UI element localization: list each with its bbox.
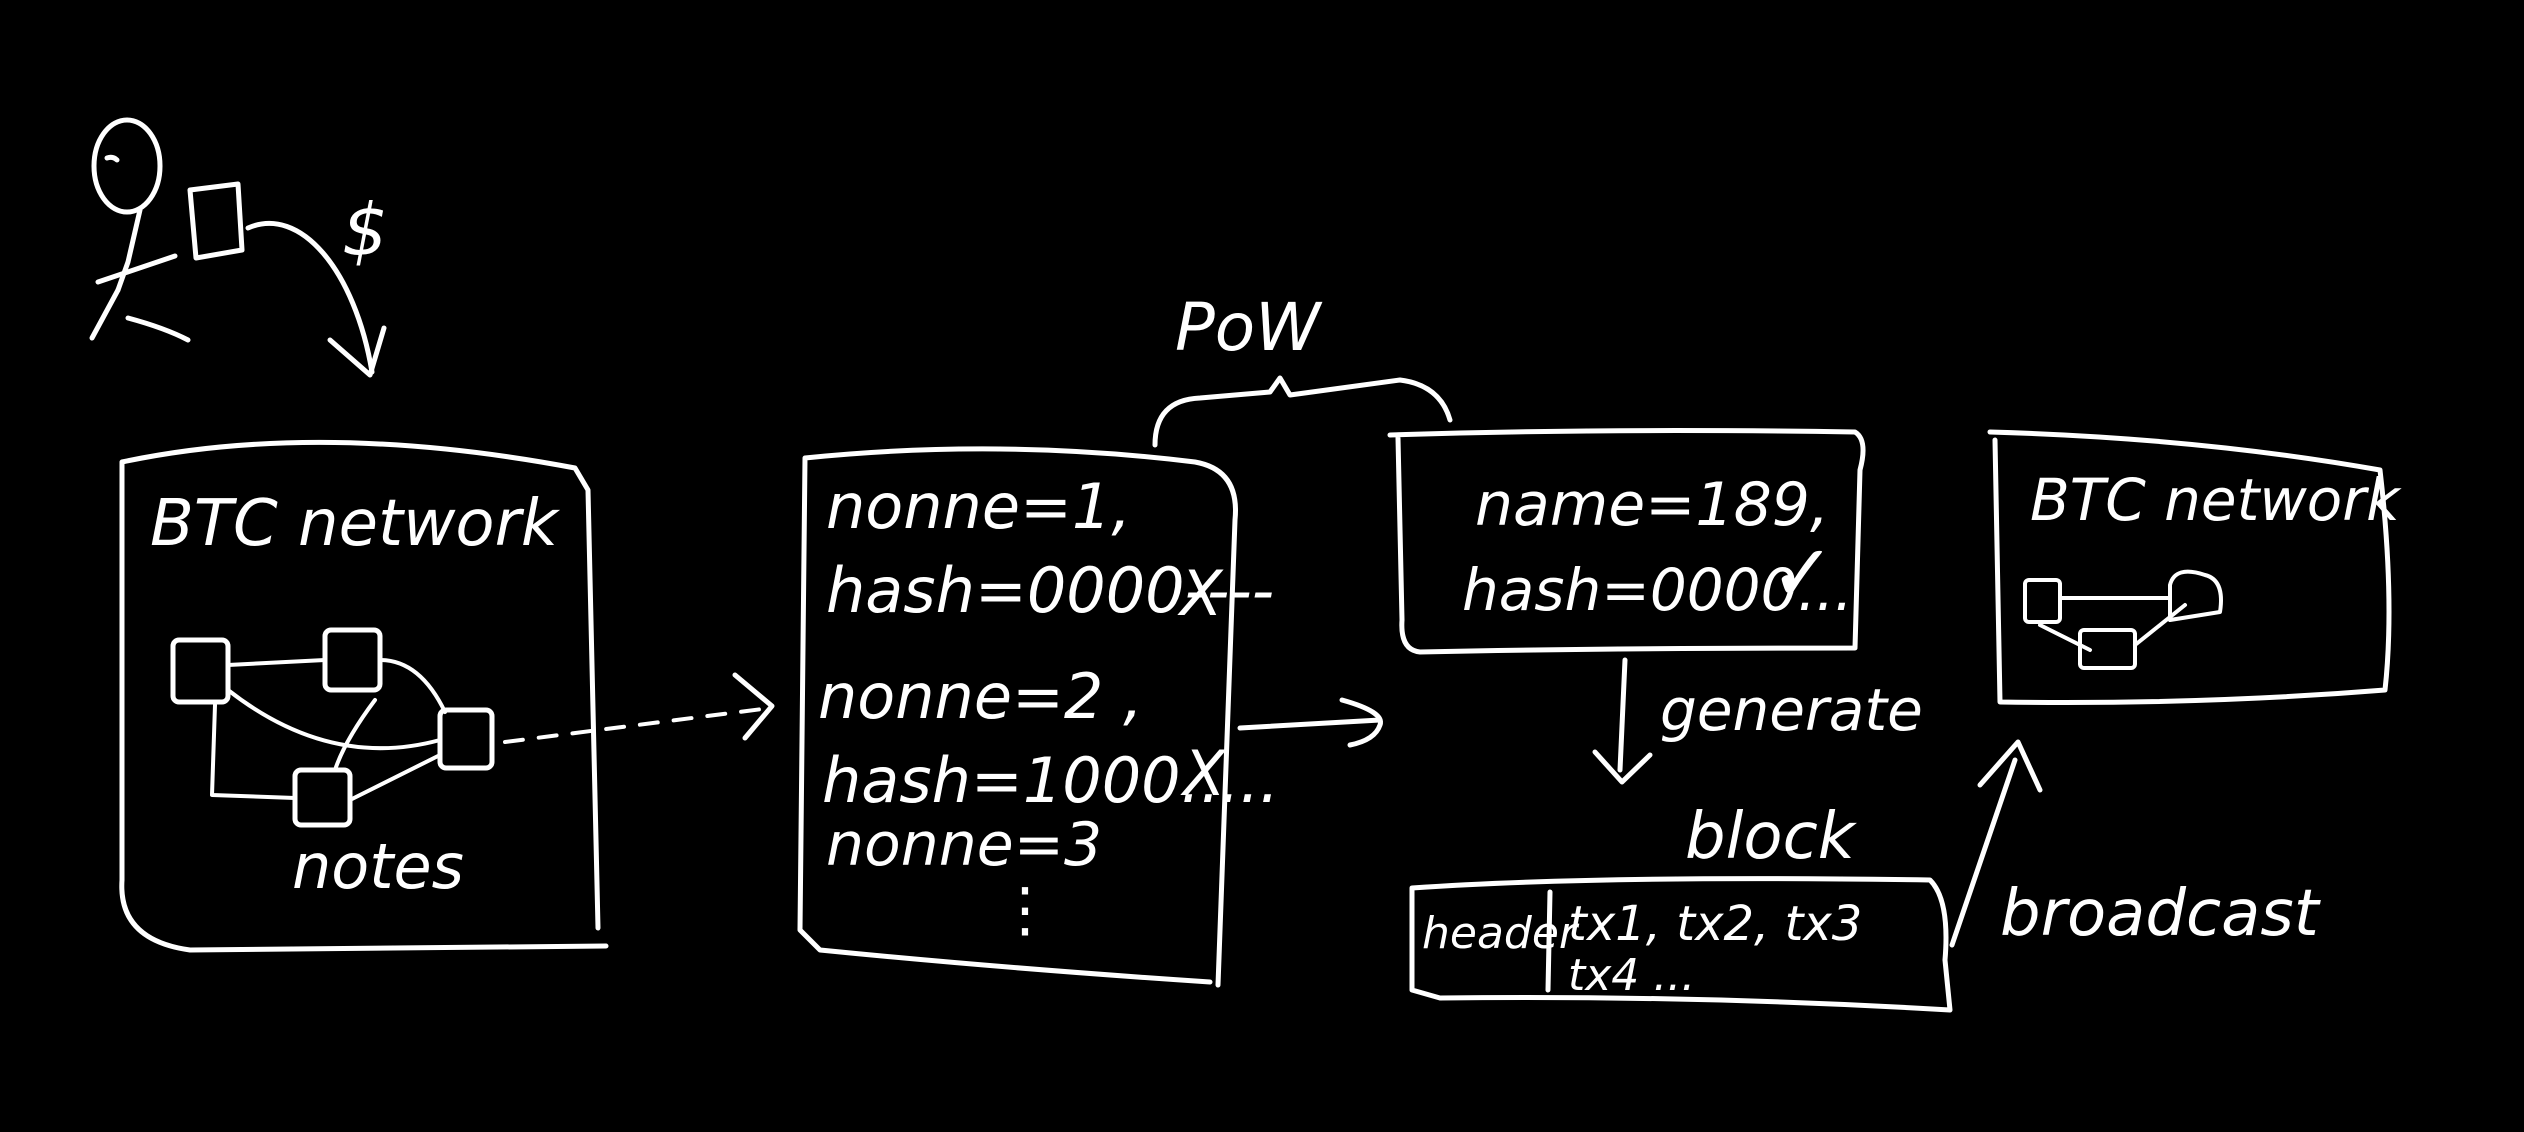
block-box bbox=[1409, 876, 1953, 1013]
user-arms bbox=[95, 253, 178, 285]
generate-arrow bbox=[1617, 657, 1628, 773]
block-divider bbox=[1545, 889, 1553, 993]
pow-bracket bbox=[1152, 375, 1453, 448]
broadcast-label: broadcast bbox=[2000, 877, 2322, 951]
mining-to-success-arrow bbox=[1237, 717, 1383, 731]
dashed-connector bbox=[503, 706, 772, 744]
node-1 bbox=[170, 637, 231, 705]
right-edge-2-3 bbox=[2133, 603, 2187, 647]
attempt-1-hash: hash=0000---- bbox=[826, 554, 1274, 627]
edge-1-2 bbox=[226, 658, 327, 667]
success-nonce: name=189, bbox=[1475, 470, 1829, 540]
network-right-box bbox=[1987, 429, 2392, 705]
edge-4-3 bbox=[348, 753, 442, 802]
attempt-1-nonce: nonne=1, bbox=[826, 470, 1131, 543]
node-4 bbox=[292, 767, 353, 828]
attempt-1-mark: X bbox=[1177, 557, 1224, 630]
attempt-3-nonce: nonne=3 bbox=[826, 810, 1102, 880]
edge-1-4 bbox=[210, 703, 297, 800]
attempt-2-hash: hash=1000..... bbox=[822, 744, 1279, 817]
mining-to-success-arrowhead bbox=[1339, 697, 1383, 748]
network-right-title: BTC network bbox=[2030, 466, 2402, 534]
block-txs-line1: tx1, tx2, tx3 bbox=[1568, 896, 1862, 952]
payment-arrowhead bbox=[327, 325, 387, 378]
broadcast-arrowhead bbox=[1977, 739, 2043, 793]
network-left-graph bbox=[170, 627, 495, 828]
network-left-title: BTC network bbox=[150, 487, 561, 561]
attempt-2-mark: X bbox=[1180, 737, 1227, 810]
edge-1-3 bbox=[226, 688, 442, 751]
user-leg-left bbox=[89, 287, 121, 341]
block-txs-line2: tx4 ... bbox=[1568, 950, 1695, 1001]
user-leg-right bbox=[125, 315, 191, 343]
right-node-2 bbox=[2078, 628, 2137, 670]
dashed-connector-arrowhead bbox=[732, 672, 775, 741]
document-icon bbox=[187, 181, 245, 261]
user-body bbox=[115, 207, 143, 293]
currency-symbol: $ bbox=[342, 188, 388, 272]
success-hash: hash=0000... bbox=[1462, 556, 1853, 624]
payment-arrow bbox=[245, 220, 375, 375]
right-node-1 bbox=[2023, 578, 2062, 624]
mining-box bbox=[797, 446, 1238, 988]
generate-arrowhead bbox=[1592, 749, 1653, 785]
edge-2-3 bbox=[378, 658, 447, 714]
network-right-graph bbox=[2023, 569, 2223, 670]
user-head bbox=[91, 117, 163, 215]
node-3 bbox=[437, 707, 495, 771]
edge-2-4 bbox=[333, 698, 377, 772]
generate-label: generate bbox=[1660, 676, 1923, 744]
block-label: block bbox=[1685, 800, 1858, 874]
success-box bbox=[1387, 428, 1866, 655]
block-header: header bbox=[1422, 908, 1580, 959]
user-figure bbox=[89, 117, 191, 343]
right-edge-1-2 bbox=[2038, 623, 2092, 652]
user-face bbox=[104, 154, 120, 163]
mining-ellipsis: ⋮ bbox=[995, 875, 1055, 945]
node-2 bbox=[322, 627, 383, 693]
right-node-3 bbox=[2168, 569, 2223, 622]
pow-label: PoW bbox=[1175, 289, 1323, 366]
network-left-box bbox=[119, 439, 609, 953]
attempt-2-nonce: nonne=2 , bbox=[818, 660, 1143, 733]
broadcast-arrow bbox=[1949, 757, 2018, 948]
network-left-nodes-label: notes bbox=[292, 830, 464, 903]
success-check: ✓ bbox=[1770, 529, 1835, 619]
